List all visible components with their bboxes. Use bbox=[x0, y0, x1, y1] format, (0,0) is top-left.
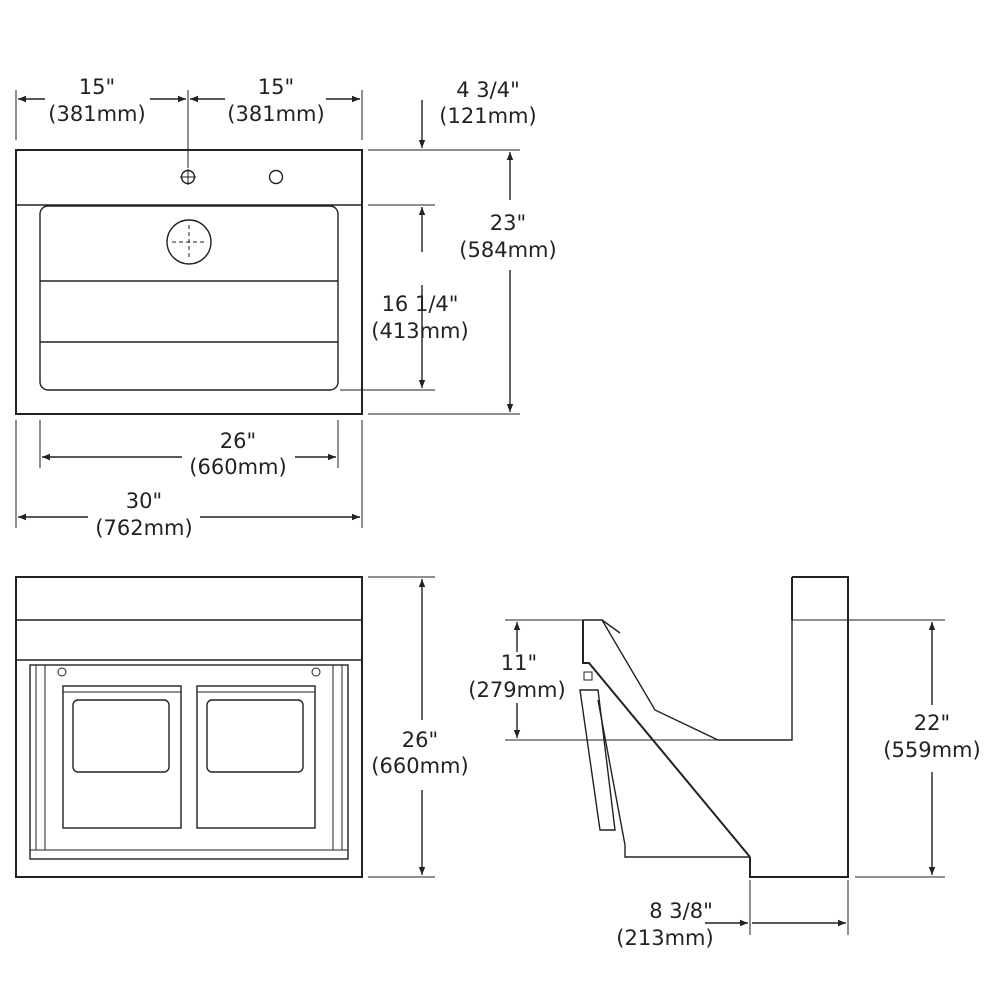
dim-right-half-in: 15" bbox=[258, 75, 294, 99]
dim-back-ledge-mm: (121mm) bbox=[439, 104, 536, 128]
dim-left-half-in: 15" bbox=[79, 75, 115, 99]
screw-icon bbox=[57, 667, 67, 677]
dim-overall-width: 30" (762mm) bbox=[18, 489, 360, 540]
front-view: 26" (660mm) bbox=[15, 576, 469, 878]
towel-dispenser-right bbox=[196, 685, 316, 829]
dim-bowl-width: 26" (660mm) bbox=[42, 429, 336, 479]
dim-side-height-mm: (559mm) bbox=[883, 738, 980, 762]
faucet-hole-icon bbox=[180, 169, 196, 185]
dim-front-height: 26" (660mm) bbox=[371, 579, 469, 875]
dim-bowl-depth: 16 1/4" (413mm) bbox=[371, 285, 469, 388]
wall-mount-outline bbox=[749, 576, 849, 878]
dim-left-half: 15" (381mm) bbox=[15, 75, 189, 168]
dim-bowl-depth-in: 16 1/4" bbox=[382, 292, 459, 316]
dim-projection: 8 3/8" (213mm) bbox=[616, 899, 846, 950]
dim-left-half-mm: (381mm) bbox=[48, 102, 145, 126]
dim-right-half: 15" (381mm) bbox=[190, 75, 363, 140]
screw-icon bbox=[311, 667, 321, 677]
dim-back-ledge: 4 3/4" (121mm) bbox=[418, 78, 537, 252]
dim-front-height-mm: (660mm) bbox=[371, 754, 468, 778]
dim-projection-in: 8 3/8" bbox=[649, 899, 713, 923]
dim-projection-mm: (213mm) bbox=[616, 926, 713, 950]
dim-rim-to-drop-mm: (279mm) bbox=[468, 678, 565, 702]
dim-bowl-width-mm: (660mm) bbox=[189, 455, 286, 479]
dim-bowl-width-in: 26" bbox=[220, 429, 256, 453]
dim-depth-in: 23" bbox=[490, 211, 526, 235]
dim-front-height-in: 26" bbox=[402, 728, 438, 752]
dim-side-height: 22" (559mm) bbox=[883, 622, 981, 875]
front-outline bbox=[15, 576, 363, 878]
dim-overall-width-mm: (762mm) bbox=[95, 516, 192, 540]
dim-overall-width-in: 30" bbox=[126, 489, 162, 513]
cabinet-opening bbox=[29, 664, 349, 860]
top-view: 15" (381mm) 15" (381mm) 4 3/4" (121mm) 1… bbox=[15, 75, 557, 540]
dim-depth-mm: (584mm) bbox=[459, 238, 556, 262]
side-view: 11" (279mm) 22" (559mm) 8 3/8" (213mm) bbox=[468, 576, 981, 950]
dim-depth: 23" (584mm) bbox=[459, 152, 557, 412]
dim-rim-to-drop-in: 11" bbox=[501, 651, 537, 675]
towel-dispenser-left bbox=[62, 685, 182, 829]
dim-bowl-depth-mm: (413mm) bbox=[371, 319, 468, 343]
sink-outline bbox=[15, 149, 363, 415]
dim-right-half-mm: (381mm) bbox=[227, 102, 324, 126]
accessory-hole-icon bbox=[268, 169, 284, 185]
dim-side-height-in: 22" bbox=[914, 711, 950, 735]
bowl-outline bbox=[39, 205, 339, 391]
dim-rim-to-drop: 11" (279mm) bbox=[468, 622, 566, 738]
dim-back-ledge-in: 4 3/4" bbox=[456, 78, 520, 102]
sensor-panel bbox=[579, 689, 616, 831]
drain-icon bbox=[166, 219, 212, 265]
